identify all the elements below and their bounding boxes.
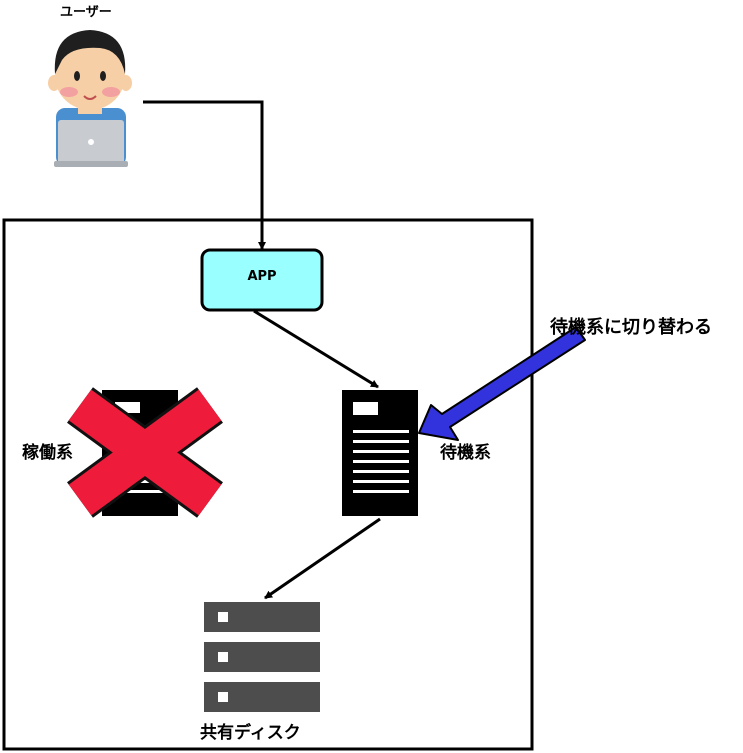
user-label: ユーザー: [60, 5, 112, 20]
shared-disk-label: 共有ディスク: [200, 723, 301, 743]
active-system-label: 稼働系: [22, 443, 73, 463]
app-to-standby-arrow: [253, 309, 379, 389]
app-label: APP: [247, 269, 277, 284]
standby-server-icon: [342, 390, 418, 516]
user-with-laptop-icon: [48, 30, 132, 167]
app-box: [200, 248, 324, 312]
failover-arrow: [418, 326, 586, 441]
failover-label: 待機系に切り替わる: [550, 317, 712, 338]
failure-cross-icon: [67, 387, 223, 518]
shared-disk-icon: [204, 602, 320, 712]
standby-system-label: 待機系: [440, 443, 491, 463]
user-to-app-arrow: [143, 100, 266, 250]
standby-to-disk-arrow: [264, 517, 381, 600]
cluster-boundary: [2, 218, 534, 751]
